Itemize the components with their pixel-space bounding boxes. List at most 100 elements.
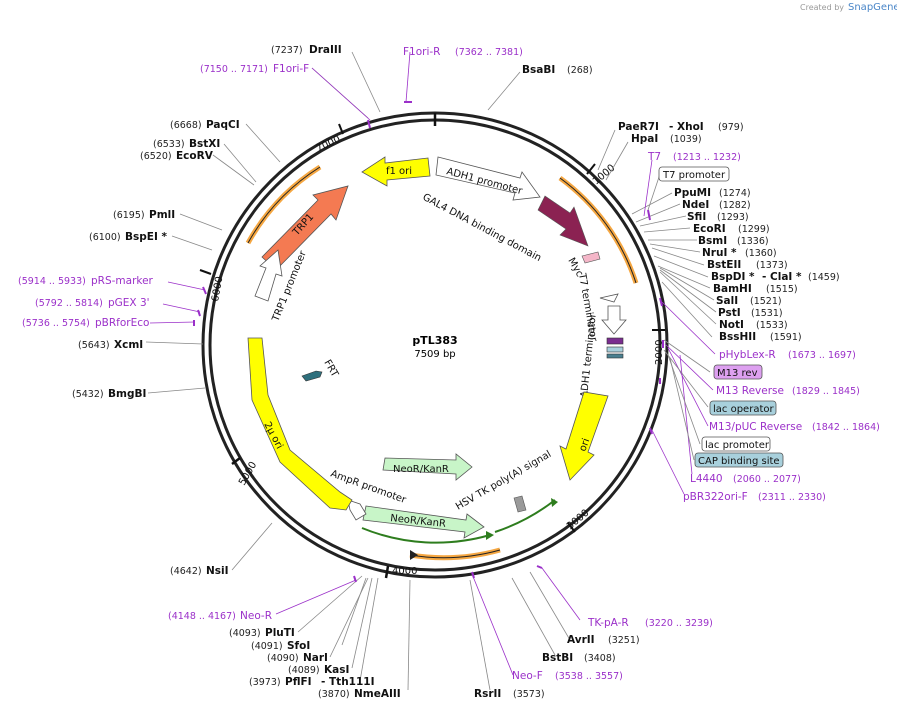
sali-pos: (1521) [750,296,782,307]
avrii-pos: (3251) [608,635,640,646]
l4440-name[interactable]: L4440 [690,473,723,485]
nsii-name[interactable]: NsiI [206,565,229,577]
neor-inner-label: NeoR/KanR [393,464,449,475]
ori-arrow [559,391,609,481]
hsv-tk-block [513,495,527,513]
trp1-arrow [261,185,349,271]
hpai-name[interactable]: HpaI [631,133,658,145]
bamhi-name[interactable]: BamHI [713,283,752,295]
frt-block [301,370,323,382]
tk-pa-r-name[interactable]: TK-pA-R [587,617,629,629]
bsmi-name[interactable]: BsmI [698,235,727,247]
nari-pos: (4090) [267,653,299,664]
sfii-name[interactable]: SfiI [687,211,706,223]
pflfi-pos: (3973) [249,677,281,688]
m13-puc-reverse-name[interactable]: M13/pUC Reverse [709,421,802,433]
nmeaiii-name[interactable]: NmeAIII [354,688,401,700]
tick-label-7000: 7000 [315,134,343,155]
bsteii-name[interactable]: BstEII [707,259,741,271]
ppumi-pos: (1274) [719,188,751,199]
pgex3-name[interactable]: pGEX 3' [108,297,150,309]
credit-text: Created by [800,3,844,12]
lac-promoter-name: lac promoter [705,440,770,451]
pmli-pos: (6195) [113,210,145,221]
ecorv-name[interactable]: EcoRV [176,150,214,162]
neo-f-name[interactable]: Neo-F [512,670,543,682]
pluti-name[interactable]: PluTI [265,627,295,639]
bstbi-name[interactable]: BstBI [542,652,573,664]
adh1-terminator-label: ADH1 terminator [579,312,599,398]
kasi-pos: (4089) [288,665,320,676]
hpai-pos: (1039) [670,134,702,145]
clai-name[interactable]: - ClaI * [762,271,802,283]
tth111i-name[interactable]: - Tth111I [321,676,375,688]
cap-binding-site-box[interactable] [694,452,784,468]
f1ori-r-name[interactable]: F1ori-R [403,46,440,58]
lac-operator-box[interactable] [709,400,777,416]
noti-name[interactable]: NotI [719,319,744,331]
ecorv-pos: (6520) [140,151,172,162]
orange-arc-bottom-core [409,549,501,559]
plasmid-name: pTL383 [412,334,457,347]
green-arc-2-head [551,498,558,507]
prs-marker-name[interactable]: pRS-marker [91,275,154,287]
xcmi-name[interactable]: XcmI [114,339,143,351]
paer7i-name[interactable]: PaeR7I [618,121,659,133]
neor-inner-arrow [382,453,473,481]
sali-name[interactable]: SalI [716,295,738,307]
m13-reverse-name[interactable]: M13 Reverse [716,385,784,397]
phyblex-r-pos: (1673 .. 1697) [788,350,856,361]
primer-marks [193,101,664,583]
m13-reverse-pos: (1829 .. 1845) [792,386,860,397]
nari-name[interactable]: NarI [303,652,328,664]
t7-pos: (1213 .. 1232) [673,152,741,163]
paqci-name[interactable]: PaqCI [206,119,240,131]
kasi-name[interactable]: KasI [324,664,349,676]
bsshii-pos: (1591) [770,332,802,343]
pmli-name[interactable]: PmlI [149,209,175,221]
rsrii-name[interactable]: RsrII [474,688,501,700]
t7-name[interactable]: T7 [647,151,661,163]
pflfi-name[interactable]: PflFI [285,676,312,688]
draiii-name[interactable]: DraIII [309,44,342,56]
m13-rev-box[interactable] [713,364,763,380]
tk-pa-r-pos: (3220 .. 3239) [645,618,713,629]
rsrii-pos: (3573) [513,689,545,700]
xhoi-name[interactable]: - XhoI [669,121,704,133]
bmgbi-name[interactable]: BmgBI [108,388,146,400]
lac-promoter-box[interactable] [701,436,771,452]
ppumi-name[interactable]: PpuMI [674,187,711,199]
pbrforeco-name[interactable]: pBRforEco [95,317,149,329]
phyblex-r-name[interactable]: pHybLex-R [719,349,776,361]
psti-name[interactable]: PstI [718,307,741,319]
ecori-name[interactable]: EcoRI [693,223,726,235]
bspei-name[interactable]: BspEI * [125,231,168,243]
sfoi-name[interactable]: SfoI [287,640,310,652]
bstxi-name[interactable]: BstXI [189,138,220,150]
srui-name[interactable]: NruI * [702,247,737,259]
f1-ori-label: f1 ori [386,166,412,177]
gal4-label: GAL4 DNA binding domain [421,192,543,264]
avrii-name[interactable]: AvrII [567,634,595,646]
bspdi-name[interactable]: BspDI * [711,271,755,283]
f1ori-r-leader [405,51,411,103]
gal4-arrow [537,195,589,247]
f1ori-f-name[interactable]: F1ori-F [273,63,309,75]
m13-puc-reverse-pos: (1842 .. 1864) [812,422,880,433]
pbr322ori-f-name[interactable]: pBR322ori-F [683,491,748,503]
bstxi-pos: (6533) [153,139,185,150]
bsabi-name[interactable]: BsaBI [522,64,555,76]
cap-block [606,353,624,359]
cap-binding-site-name: CAP binding site [698,456,780,467]
lac-operator-name: lac operator [713,404,774,415]
t7-promoter-box[interactable] [658,166,730,182]
neo-r-name[interactable]: Neo-R [240,610,272,622]
bmgbi-pos: (5432) [72,389,104,400]
pluti-pos: (4093) [229,628,261,639]
bsshii-name[interactable]: BssHII [719,331,756,343]
ndei-name[interactable]: NdeI [682,199,709,211]
xhoi-pos: (979) [718,122,744,133]
ndei-pos: (1282) [719,200,751,211]
bamhi-pos: (1515) [766,284,798,295]
